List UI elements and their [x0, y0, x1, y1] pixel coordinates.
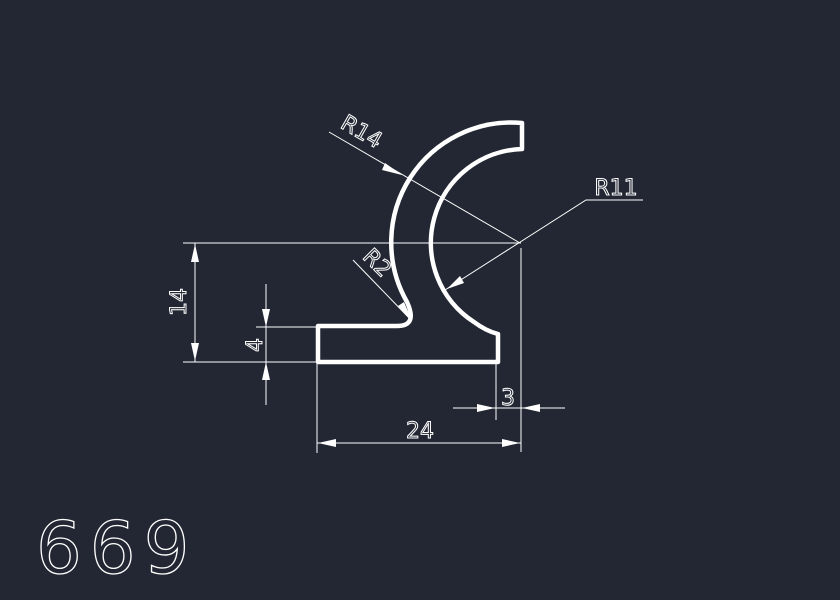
dimension-label-3: 3	[501, 386, 515, 411]
dimension-radius-outer: R14	[328, 110, 521, 244]
dimension-label-24: 24	[406, 419, 434, 444]
dimension-radius-fillet: R2	[352, 244, 412, 321]
dimension-label-14: 14	[167, 288, 192, 316]
part-number-label: 669	[36, 506, 197, 590]
dimension-radius-inner: R11	[444, 176, 643, 291]
dimension-width-total: 24	[316, 364, 521, 453]
dimension-label-r11: R11	[594, 176, 637, 201]
dimension-lip-width: 3	[453, 248, 565, 452]
dimension-base-thickness: 4	[243, 284, 316, 405]
dimension-height-total: 14	[167, 242, 521, 363]
profile-outline	[315, 120, 525, 365]
dimension-label-4: 4	[243, 338, 268, 352]
dimension-label-r14: R14	[336, 111, 386, 154]
